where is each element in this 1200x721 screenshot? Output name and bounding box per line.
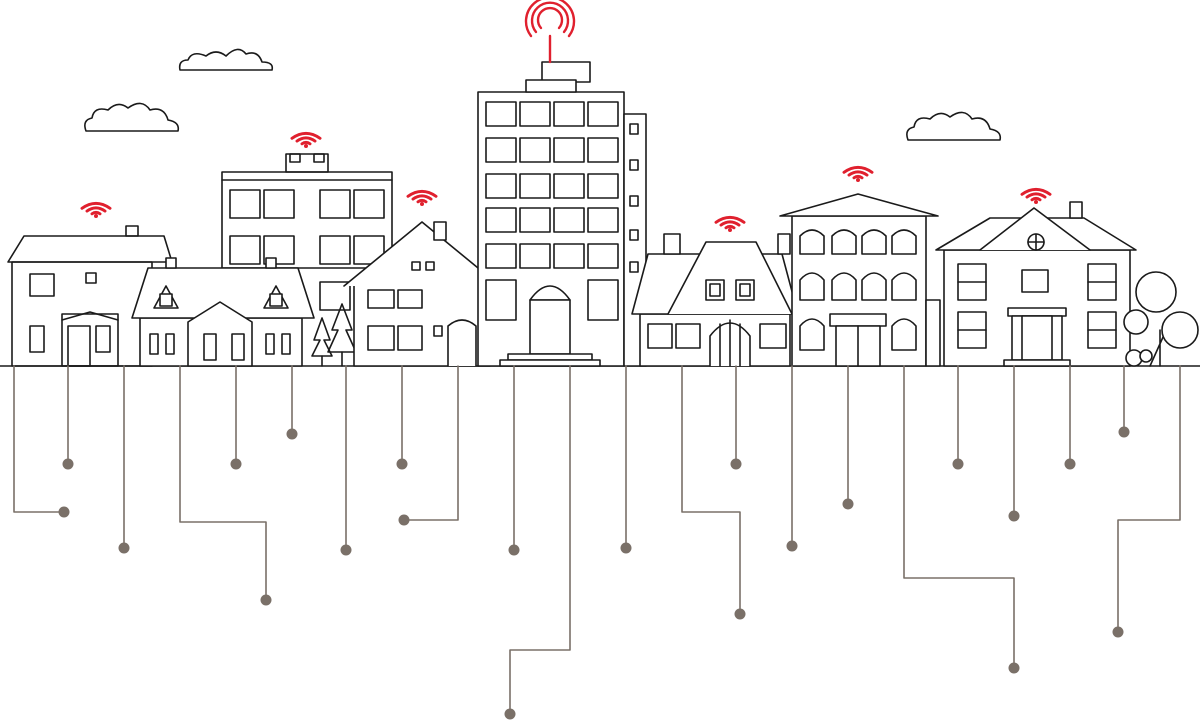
network-node-icon — [396, 458, 408, 470]
wifi-icon — [80, 201, 112, 218]
network-node-icon — [734, 608, 746, 620]
cloud-icon — [906, 111, 1002, 141]
tower-building — [477, 61, 647, 367]
network-node-icon — [504, 708, 516, 720]
network-node-icon — [1112, 626, 1124, 638]
network-node-icon — [1064, 458, 1076, 470]
house-left — [7, 225, 173, 367]
tree-icon — [311, 303, 357, 367]
wifi-icon — [842, 165, 874, 182]
gabled-house — [631, 233, 799, 367]
cloud-icon — [84, 102, 180, 132]
network-node-icon — [1008, 662, 1020, 674]
network-line — [13, 365, 65, 513]
network-line — [681, 365, 741, 615]
office-building — [221, 153, 393, 311]
townhouse — [131, 257, 315, 367]
tree-icon — [1123, 271, 1199, 367]
network-line — [509, 365, 571, 715]
apartment-building — [779, 193, 941, 367]
network-node-icon — [340, 544, 352, 556]
network-node-icon — [118, 542, 130, 554]
villa — [935, 201, 1137, 367]
network-node-icon — [508, 544, 520, 556]
network-node-icon — [620, 542, 632, 554]
network-node-icon — [398, 514, 410, 526]
antenna-icon — [524, 0, 576, 64]
network-lines — [13, 365, 1181, 720]
network-node-icon — [1118, 426, 1130, 438]
network-line — [403, 365, 459, 521]
network-node-icon — [842, 498, 854, 510]
wifi-icon — [290, 131, 322, 148]
wifi-icon — [1020, 187, 1052, 204]
network-node-icon — [1008, 510, 1020, 522]
network-node-icon — [786, 540, 798, 552]
wifi-signals — [80, 131, 1052, 232]
network-node-icon — [260, 594, 272, 606]
network-line — [903, 365, 1015, 669]
wifi-icon — [406, 189, 438, 206]
network-node-icon — [58, 506, 70, 518]
network-node-icon — [62, 458, 74, 470]
network-line — [1117, 365, 1181, 633]
network-node-icon — [730, 458, 742, 470]
network-node-icon — [286, 428, 298, 440]
network-line — [179, 365, 267, 601]
network-node-icon — [952, 458, 964, 470]
cottage — [343, 221, 501, 367]
cloud-icon — [178, 48, 274, 71]
wifi-icon — [714, 215, 746, 232]
network-node-icon — [230, 458, 242, 470]
